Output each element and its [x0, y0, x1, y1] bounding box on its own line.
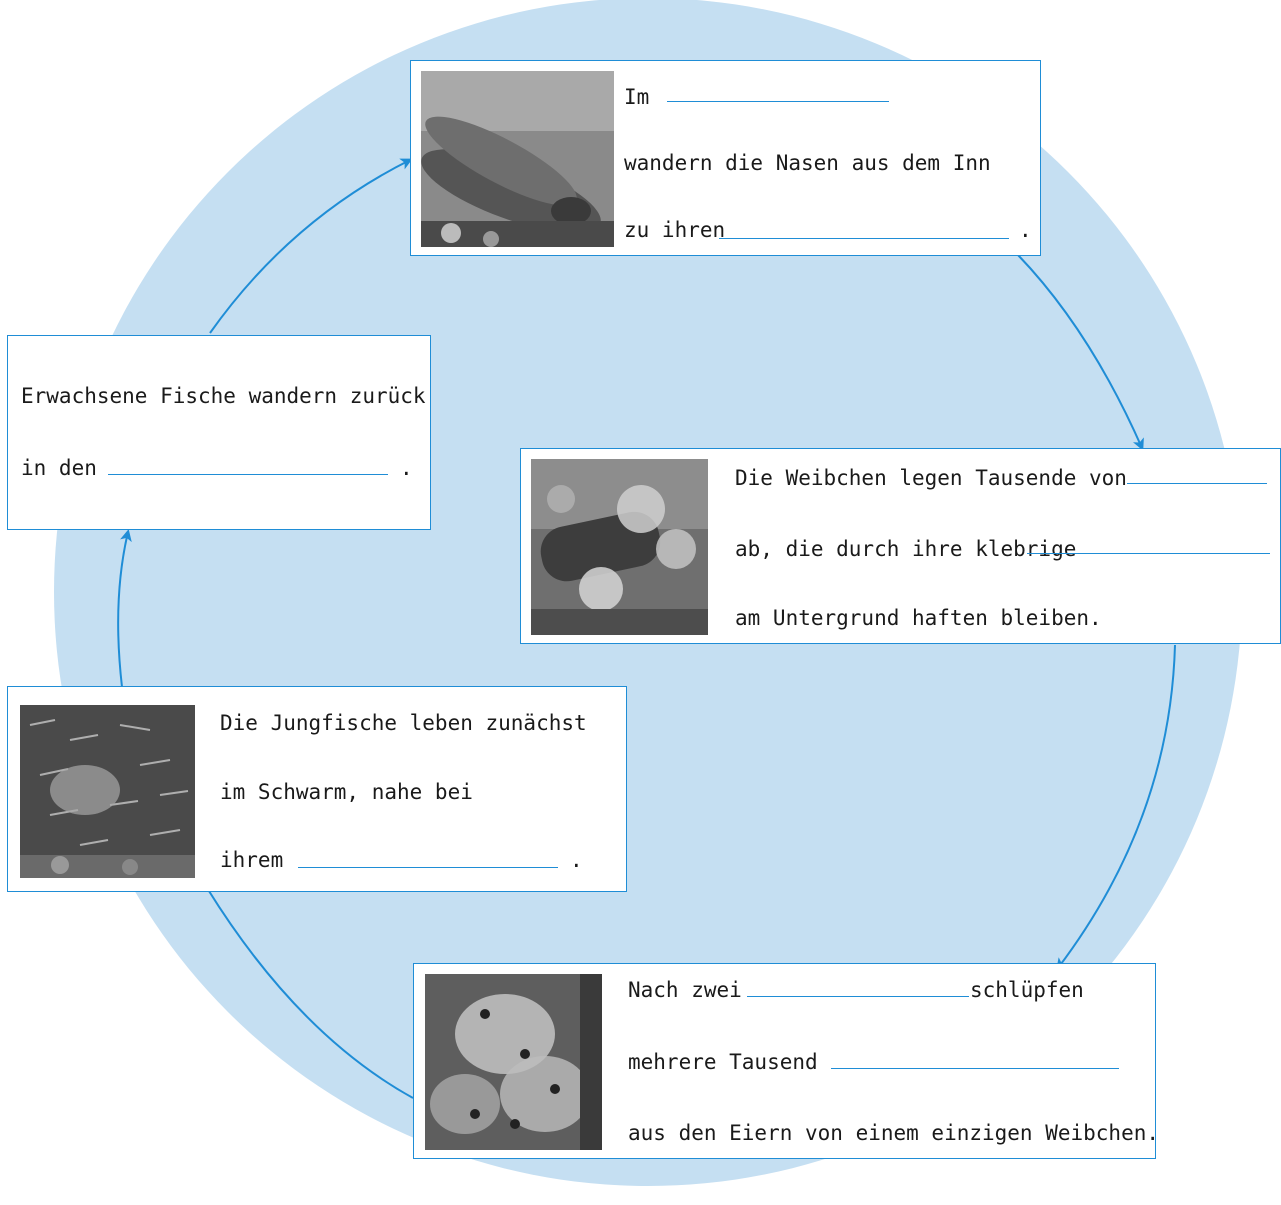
cycle-arrow-3 — [193, 865, 414, 1099]
stage3-line2: mehrere Tausend — [628, 1050, 818, 1074]
adult-nase-fish-photo — [421, 71, 614, 247]
stage-card-adult-return: Erwachsene Fische wandern zurück in den … — [7, 335, 431, 530]
stage-card-hatching: Nach zwei schlüpfen mehrere Tausend aus … — [413, 963, 1160, 1159]
cycle-arrow-4 — [117, 529, 132, 688]
stage3-line1b: schlüpfen — [970, 978, 1084, 1002]
blank-weeks[interactable] — [747, 996, 969, 997]
juvenile-swarm-photo — [20, 705, 195, 878]
stage4-line2: im Schwarm, nahe bei — [220, 780, 473, 804]
hatching-larvae-photo — [425, 974, 602, 1150]
stage1-line3: zu ihren — [624, 218, 726, 242]
stage2-line1: Die Weibchen legen Tausende von — [735, 466, 1127, 490]
stage4-line3: ihrem — [220, 848, 284, 872]
stage5-end: . — [400, 456, 413, 480]
stage5-line1: Erwachsene Fische wandern zurück — [21, 384, 426, 408]
stage3-line1a: Nach zwei — [628, 978, 742, 1002]
blank-larvae[interactable] — [831, 1068, 1119, 1069]
blank-spawning-grounds[interactable] — [719, 238, 1009, 239]
stage-card-egg-laying: Die Weibchen legen Tausende von ab, die … — [520, 448, 1281, 644]
blank-river[interactable] — [108, 474, 388, 475]
stage1-line1: Im — [624, 85, 650, 109]
stage4-end: . — [570, 848, 583, 872]
blank-hatching-place[interactable] — [298, 867, 558, 868]
stage5-line2: in den — [21, 456, 97, 480]
fish-eggs-photo — [531, 459, 708, 635]
stage1-end: . — [1019, 218, 1032, 242]
blank-sticky-surface[interactable] — [1027, 553, 1270, 554]
stage1-line2: wandern die Nasen aus dem Inn — [624, 151, 991, 175]
stage3-line3: aus den Eiern von einem einzigen Weibche… — [628, 1121, 1160, 1145]
stage2-line3: am Untergrund haften bleiben. — [735, 606, 1102, 630]
stage-card-spawning-migration: Im wandern die Nasen aus dem Inn zu ihre… — [410, 60, 1041, 256]
stage-card-juvenile: Die Jungfische leben zunächst im Schwarm… — [7, 686, 627, 892]
cycle-arrow-2 — [1056, 644, 1176, 971]
cycle-arrow-1 — [1017, 254, 1144, 451]
blank-spawning-season[interactable] — [667, 101, 889, 102]
blank-eggs[interactable] — [1127, 483, 1267, 484]
stage4-line1: Die Jungfische leben zunächst — [220, 711, 587, 735]
stage2-line2: ab, die durch ihre klebrige — [735, 537, 1077, 561]
cycle-arrow-5 — [209, 158, 413, 334]
